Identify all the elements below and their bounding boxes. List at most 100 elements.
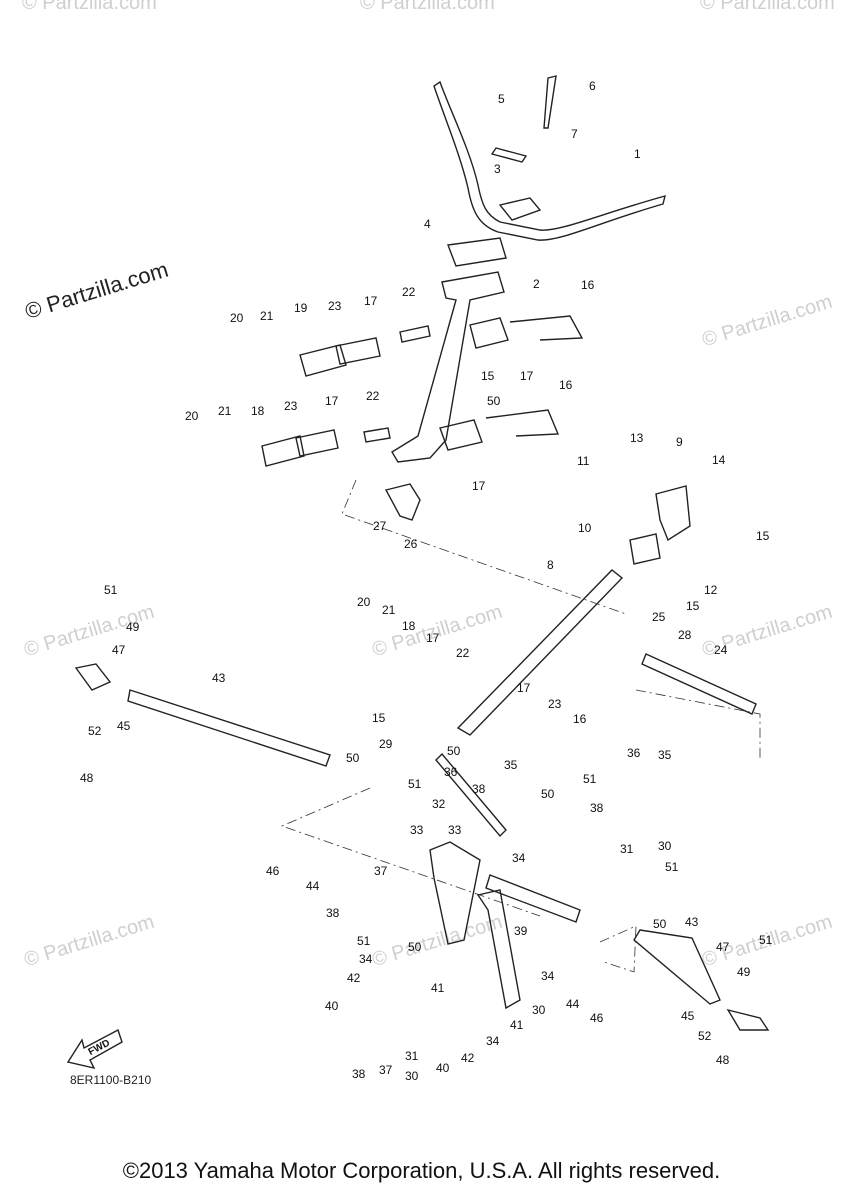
phantom-line [280, 787, 541, 917]
upper-handlebar-holder [498, 197, 542, 221]
u-bolt [485, 409, 560, 437]
callout-label-37a: 37 [374, 864, 388, 878]
tie-rod [641, 653, 757, 715]
callout-labels: 1234567891011121314151515151616161717171… [80, 79, 773, 1083]
callout-label-17c: 17 [325, 394, 339, 408]
callout-label-49b: 49 [737, 965, 751, 979]
steering-column [391, 271, 505, 463]
callout-label-50c: 50 [447, 744, 461, 758]
callout-label-31b: 31 [405, 1049, 419, 1063]
callout-label-5: 5 [498, 92, 505, 106]
pitman-arm [429, 841, 481, 945]
callout-label-10: 10 [578, 521, 592, 535]
callout-label-50e: 50 [408, 940, 422, 954]
steering-shaft [456, 569, 624, 736]
callout-label-40a: 40 [325, 999, 339, 1013]
callout-label-35b: 35 [658, 748, 672, 762]
callout-label-3: 3 [494, 162, 501, 176]
callout-label-38c: 38 [326, 906, 340, 920]
callout-label-38a: 38 [472, 782, 486, 796]
callout-label-43a: 43 [212, 671, 226, 685]
callout-label-51c: 51 [583, 772, 597, 786]
collar [363, 427, 391, 443]
callout-label-17f: 17 [517, 681, 531, 695]
link-plate [299, 344, 347, 377]
callout-label-16c: 16 [573, 712, 587, 726]
callout-label-51f: 51 [759, 933, 773, 947]
callout-label-50d: 50 [541, 787, 555, 801]
callout-label-24: 24 [714, 643, 728, 657]
callout-label-30b: 30 [532, 1003, 546, 1017]
callout-label-32: 32 [432, 797, 446, 811]
ball-joint [384, 483, 421, 521]
column-holder [469, 317, 509, 349]
callout-label-8: 8 [547, 558, 554, 572]
callout-label-4: 4 [424, 217, 431, 231]
callout-label-41a: 41 [431, 981, 445, 995]
callout-label-7: 7 [571, 127, 578, 141]
callout-label-31a: 31 [620, 842, 634, 856]
callout-label-34d: 34 [486, 1034, 500, 1048]
callout-label-35a: 35 [504, 758, 518, 772]
plate [490, 147, 528, 163]
callout-label-16a: 16 [581, 278, 595, 292]
callout-label-33b: 33 [448, 823, 462, 837]
pitman-arm [476, 889, 521, 1010]
callout-label-46b: 46 [590, 1011, 604, 1025]
callout-label-52b: 52 [698, 1029, 712, 1043]
callout-label-1: 1 [634, 147, 641, 161]
callout-label-36a: 36 [444, 765, 458, 779]
callout-label-47a: 47 [112, 643, 126, 657]
callout-label-22a: 22 [402, 285, 416, 299]
callout-label-43b: 43 [685, 915, 699, 929]
callout-label-51b: 51 [408, 777, 422, 791]
callout-label-52a: 52 [88, 724, 102, 738]
callout-label-40b: 40 [436, 1061, 450, 1075]
callout-label-39: 39 [514, 924, 528, 938]
callout-label-47b: 47 [716, 940, 730, 954]
callout-label-11: 11 [577, 454, 590, 468]
u-bolt [509, 315, 584, 341]
watermark: © Partzilla.com [360, 0, 495, 14]
collar [399, 325, 431, 343]
watermark: © Partzilla.com [22, 0, 157, 14]
callout-label-21b: 21 [218, 404, 232, 418]
callout-label-22b: 22 [366, 389, 380, 403]
callout-label-20c: 20 [357, 595, 371, 609]
link-plate [261, 435, 305, 467]
link-plate [335, 337, 381, 365]
watermark: © Partzilla.com [700, 0, 835, 14]
callout-label-38b: 38 [590, 801, 604, 815]
lower-handlebar-holder [447, 237, 507, 267]
callout-label-34b: 34 [359, 952, 373, 966]
relay-rod [435, 752, 507, 838]
callout-label-42a: 42 [347, 971, 361, 985]
tie-rod-end [74, 663, 112, 691]
callout-label-38d: 38 [352, 1067, 366, 1081]
callout-label-34a: 34 [512, 851, 526, 865]
callout-label-45a: 45 [117, 719, 131, 733]
callout-label-9: 9 [676, 435, 683, 449]
bushing [629, 533, 661, 565]
callout-label-15d: 15 [372, 711, 386, 725]
callout-label-20a: 20 [230, 311, 244, 325]
callout-label-30a: 30 [658, 839, 672, 853]
callout-label-50a: 50 [346, 751, 360, 765]
callout-label-21c: 21 [382, 603, 396, 617]
callout-label-50f: 50 [653, 917, 667, 931]
callout-label-26: 26 [404, 537, 418, 551]
link-plate [295, 429, 339, 457]
callout-label-18b: 18 [402, 619, 416, 633]
callout-label-6: 6 [589, 79, 596, 93]
callout-label-23b: 23 [284, 399, 298, 413]
callout-label-16b: 16 [559, 378, 573, 392]
callout-label-28: 28 [678, 628, 692, 642]
drag-link [485, 874, 581, 923]
callout-label-17b: 17 [520, 369, 534, 383]
callout-label-20b: 20 [185, 409, 199, 423]
callout-label-41b: 41 [510, 1018, 524, 1032]
callout-label-14: 14 [712, 453, 726, 467]
callout-label-29: 29 [379, 737, 393, 751]
